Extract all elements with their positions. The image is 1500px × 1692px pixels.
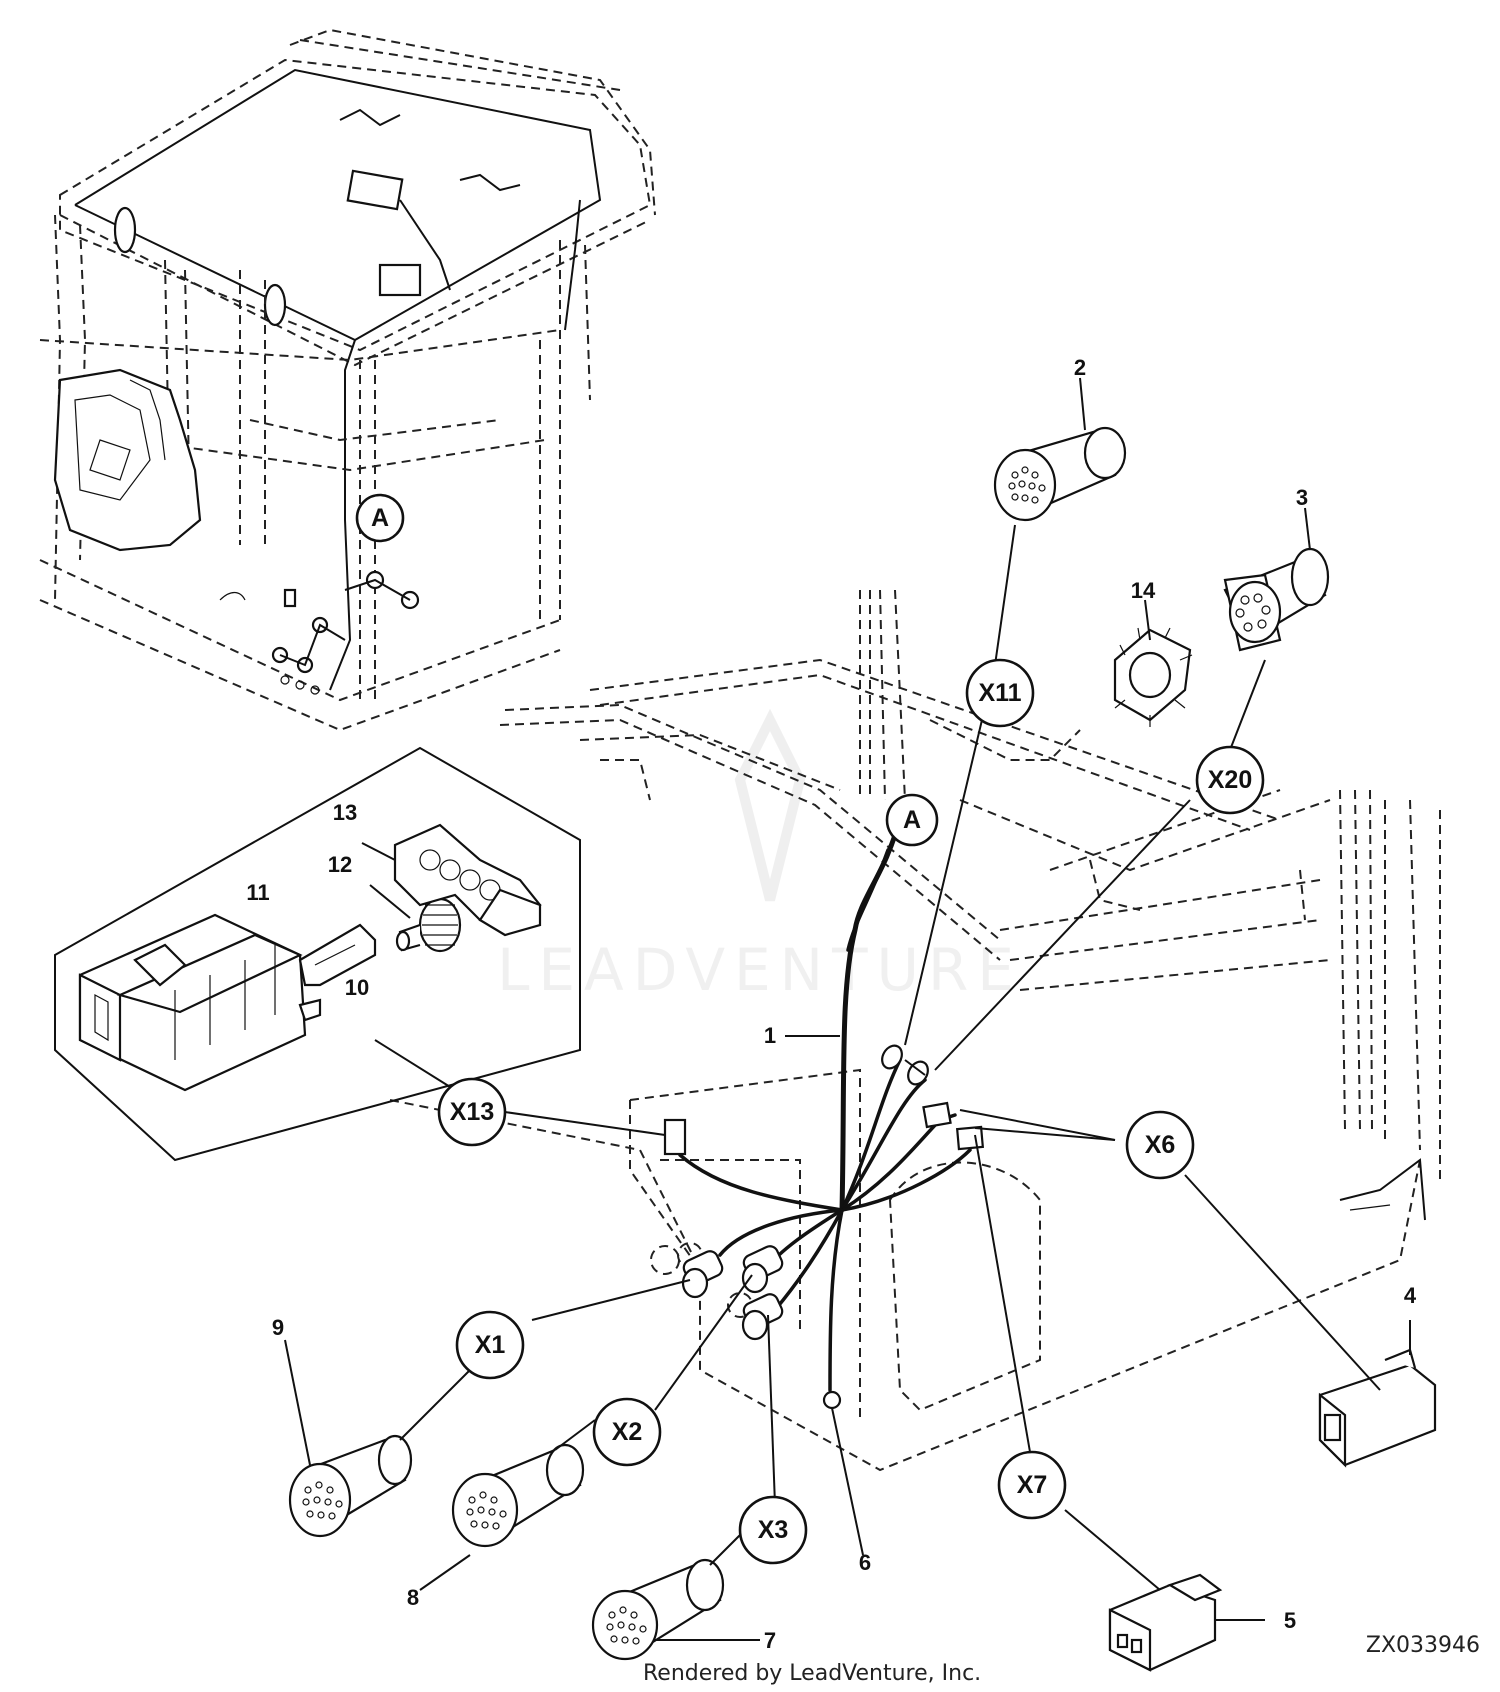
- callout-X11-label: X11: [978, 679, 1021, 707]
- part-number-8: 8: [407, 1585, 419, 1610]
- callout-X13: X13: [437, 1077, 507, 1147]
- seal-12: [395, 897, 462, 953]
- callout-X6: X6: [1125, 1110, 1195, 1180]
- drawing-code: ZX033946: [1366, 1633, 1480, 1658]
- part-number-6: 6: [859, 1550, 871, 1575]
- part-number-5: 5: [1284, 1608, 1296, 1633]
- callout-X7-label: X7: [1017, 1471, 1048, 1499]
- connector-7: [591, 1558, 725, 1661]
- part-number-9: 9: [272, 1315, 284, 1340]
- part-number-14: 14: [1131, 578, 1156, 603]
- part-number-11: 11: [246, 880, 269, 905]
- part-number-7: 7: [764, 1628, 776, 1653]
- part-number-13: 13: [333, 800, 357, 825]
- terminal-10: [298, 923, 377, 987]
- callout-X11: X11: [965, 658, 1035, 728]
- callout-X20-label: X20: [1208, 766, 1252, 794]
- cover-13: [393, 823, 542, 937]
- floor-frame-illustration: [389, 589, 1441, 1472]
- connector-9: [288, 1434, 413, 1538]
- callout-A-top: A: [355, 493, 405, 543]
- part-number-1: 1: [764, 1023, 776, 1048]
- lower-cab-connectors: [219, 570, 420, 695]
- connector-detail-box: [54, 746, 581, 1162]
- part-number-labels: 2 3 14 13 12 11 10 1 4 9 8 6 5 7: [246, 355, 1417, 1653]
- watermark-logo: LEADVENTURE: [497, 708, 1023, 1004]
- part-number-4: 4: [1404, 1283, 1417, 1308]
- watermark-text: LEADVENTURE: [497, 936, 1023, 1004]
- connector-2: [993, 426, 1127, 522]
- harness-round-connectors: [681, 1245, 784, 1341]
- callout-A-bottom-label: A: [903, 806, 921, 834]
- connector-3: [1223, 547, 1330, 652]
- cab-frame-illustration: [39, 28, 656, 732]
- connector-8: [451, 1443, 585, 1548]
- callout-X1-label: X1: [475, 1331, 506, 1359]
- part-number-2: 2: [1074, 355, 1086, 380]
- connector-4: [1318, 1348, 1437, 1468]
- footer-credit: Rendered by LeadVenture, Inc.: [643, 1661, 981, 1686]
- connector-5: [1108, 1573, 1223, 1672]
- callout-X3: X3: [738, 1495, 808, 1565]
- callout-X3-label: X3: [758, 1516, 789, 1544]
- callout-X13-label: X13: [450, 1098, 494, 1126]
- callout-X7: X7: [997, 1450, 1067, 1520]
- callout-X6-label: X6: [1145, 1131, 1176, 1159]
- connector-housing-11: [78, 913, 322, 1092]
- main-wiring-harness: [663, 832, 985, 1410]
- callout-A-top-label: A: [371, 504, 389, 532]
- lock-nut-14: [1113, 627, 1193, 727]
- part-number-3: 3: [1296, 485, 1308, 510]
- leader-lines: [284, 377, 1411, 1641]
- part-number-12: 12: [328, 852, 352, 877]
- callout-X2: X2: [592, 1397, 662, 1467]
- callout-X2-label: X2: [612, 1418, 643, 1446]
- part-number-10: 10: [345, 975, 369, 1000]
- callout-X1: X1: [455, 1310, 525, 1380]
- callout-X20: X20: [1195, 745, 1265, 815]
- callout-A-bottom: A: [885, 793, 939, 847]
